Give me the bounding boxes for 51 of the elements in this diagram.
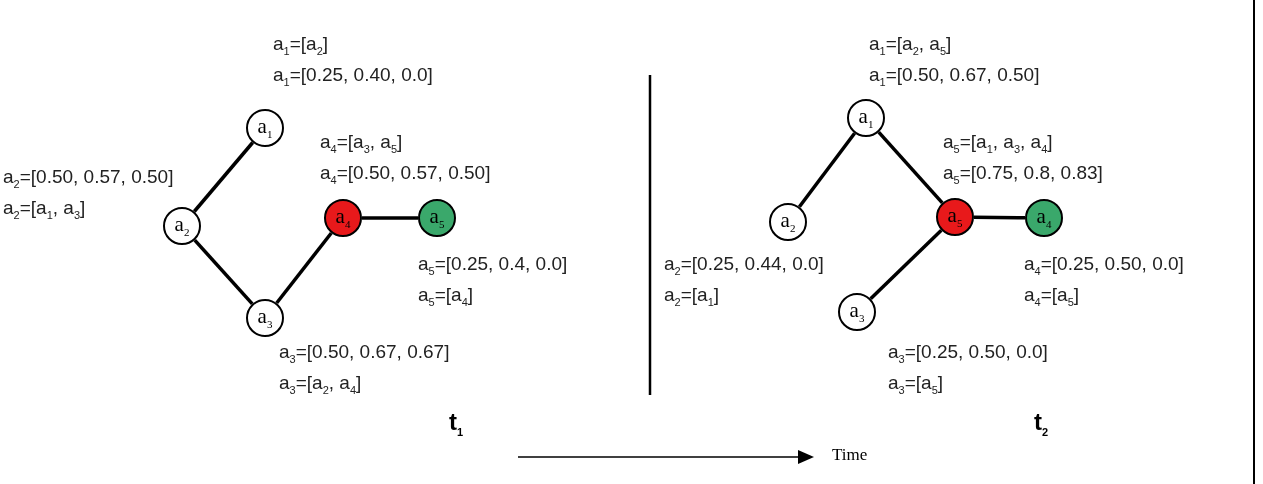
node-annotation: a$_{4}$=[0.50, 0.57, 0.50] — [320, 160, 491, 188]
node-annotation: a$_{4}$=[0.25, 0.50, 0.0] — [1024, 252, 1184, 279]
node-annotation: a$_{4}$=[a$_{3}$, a$_{5}$] — [320, 130, 404, 157]
node-annotation: a$_{5}$=[a$_{4}$] — [418, 282, 475, 310]
node-label: a$_{3}$ — [849, 299, 865, 325]
node-annotation: a$_{2}$=[a$_{1}$, a$_{3}$] — [3, 195, 87, 223]
node-annotation: a$_{3}$=[0.50, 0.67, 0.67] — [279, 340, 450, 367]
node-annotation: a$_{5}$=[0.25, 0.4, 0.0] — [418, 252, 568, 279]
axis-label: Time — [832, 445, 868, 465]
node-label: a$_{3}$ — [257, 305, 273, 331]
node-annotation: a$_{1}$=[a$_{2}$] — [273, 32, 330, 59]
connector-line — [275, 231, 333, 305]
connector-line — [362, 216, 418, 220]
time-step-label: t$_{2}$ — [1034, 408, 1049, 438]
node-circle — [246, 109, 284, 147]
node-label: a$_{5}$ — [947, 204, 963, 230]
node-annotation: a$_{1}$=[0.50, 0.67, 0.50] — [869, 62, 1040, 90]
node-annotation: a$_{2}$=[0.50, 0.57, 0.50] — [3, 165, 174, 192]
node-label: a$_{2}$ — [174, 213, 190, 239]
node-annotation: a$_{5}$=[0.75, 0.8, 0.83] — [943, 160, 1103, 188]
node-label: a$_{2}$ — [780, 209, 796, 235]
node-circle — [418, 199, 456, 237]
connector-line — [798, 132, 856, 208]
time-step-label: t$_{1}$ — [449, 408, 464, 438]
node-circle — [324, 199, 362, 237]
node-annotation: a$_{3}$=[a$_{2}$, a$_{4}$] — [279, 370, 363, 398]
node-annotation: a$_{4}$=[a$_{5}$] — [1024, 282, 1081, 310]
node-label: a$_{5}$ — [429, 205, 445, 231]
node-circle — [769, 203, 807, 241]
node-annotation: a$_{3}$=[a$_{5}$] — [888, 370, 945, 398]
node-label: a$_{4}$ — [335, 205, 351, 231]
connector-line — [869, 228, 943, 301]
node-label: a$_{1}$ — [257, 115, 273, 141]
connector-line — [877, 130, 944, 205]
node-circle — [936, 198, 974, 236]
node-circle — [847, 99, 885, 137]
node-circle — [163, 207, 201, 245]
node-annotation: a$_{3}$=[0.25, 0.50, 0.0] — [888, 340, 1048, 367]
connector-line — [193, 238, 254, 306]
node-annotation: a$_{1}$=[a$_{2}$, a$_{5}$] — [869, 32, 953, 59]
node-circle — [246, 299, 284, 337]
node-annotation: a$_{1}$=[0.25, 0.40, 0.0] — [273, 62, 433, 90]
node-annotation: a$_{5}$=[a$_{1}$, a$_{3}$, a$_{4}$] — [943, 130, 1054, 157]
connector-line — [973, 215, 1026, 220]
node-annotation: a$_{2}$=[a$_{1}$] — [664, 282, 721, 310]
node-annotation: a$_{2}$=[0.25, 0.44, 0.0] — [664, 252, 824, 279]
connector-line — [192, 141, 255, 213]
node-label: a$_{1}$ — [858, 105, 874, 131]
node-label: a$_{4}$ — [1036, 205, 1052, 231]
node-circle — [1025, 199, 1063, 237]
node-circle — [838, 293, 876, 331]
